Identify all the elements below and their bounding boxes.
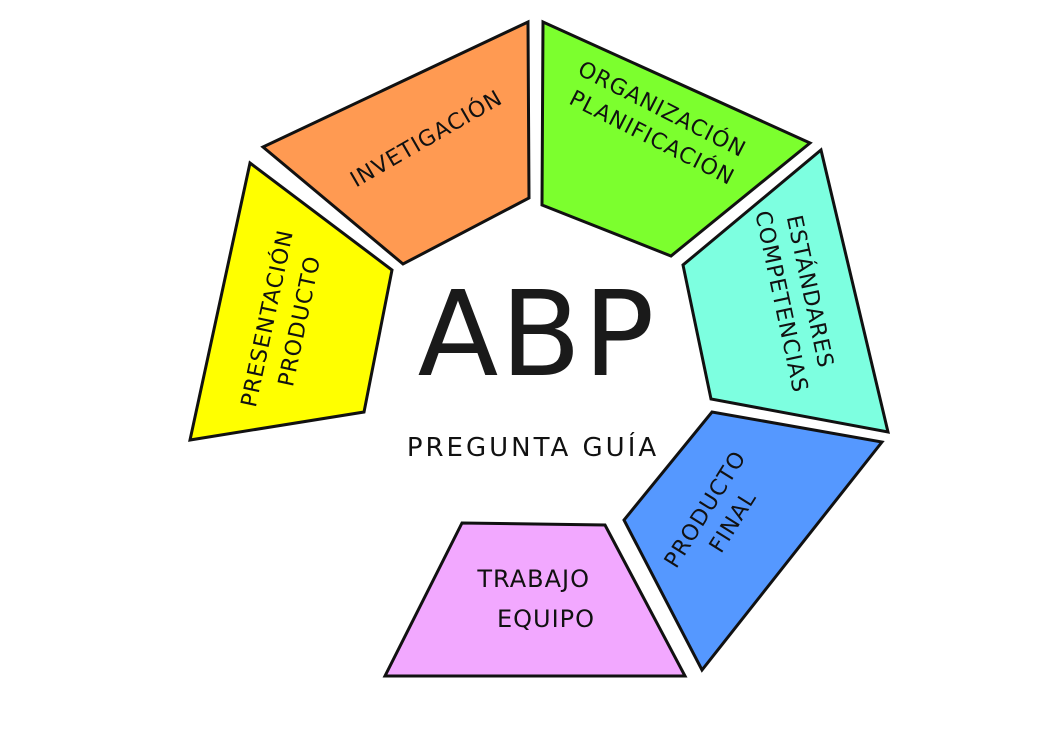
segment-investigacion-shape <box>260 19 531 266</box>
segment-trabajo-equipo: TRABAJO EQUIPO <box>382 521 688 678</box>
segment-presentacion: PRESENTACIÓN PRODUCTO <box>188 160 394 442</box>
segment-producto-final: PRODUCTO FINAL <box>622 410 885 673</box>
center-block: ABP PREGUNTA GUÍA <box>407 265 659 463</box>
segment-investigacion: INVETIGACIÓN <box>260 19 531 266</box>
segment-organizacion: ORGANIZACIÓN PLANIFICACIÓN <box>540 19 813 258</box>
segment-trabajo-equipo-shape <box>382 521 688 678</box>
segment-estandares: ESTÁNDARES COMPETENCIAS <box>681 147 890 434</box>
segment-producto-final-shape <box>622 410 885 673</box>
segment-organizacion-shape <box>540 19 813 258</box>
segment-estandares-shape <box>681 147 890 434</box>
segment-presentacion-shape <box>188 160 394 442</box>
segment-trabajo-equipo-label: TRABAJO EQUIPO <box>476 565 598 633</box>
center-subtitle: PREGUNTA GUÍA <box>407 431 659 463</box>
center-title: ABP <box>418 265 657 403</box>
